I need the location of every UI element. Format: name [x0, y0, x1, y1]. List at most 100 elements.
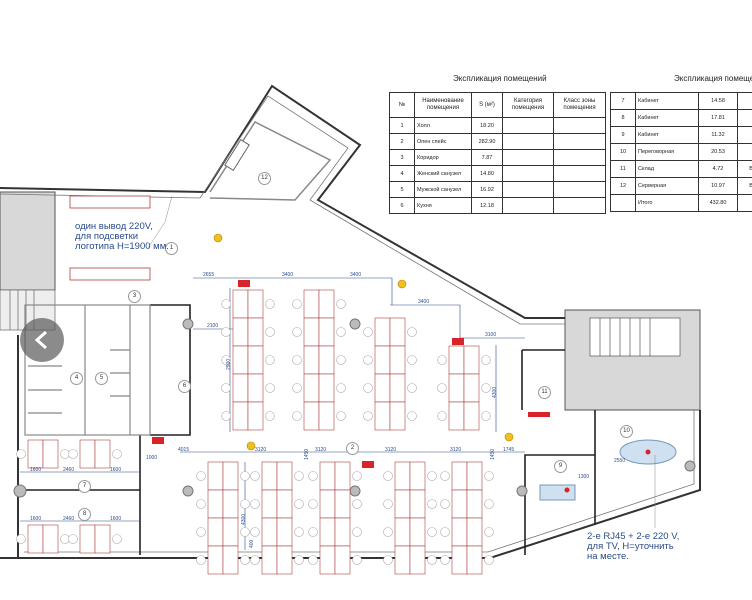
workstation-desk — [334, 489, 351, 519]
office-chair — [336, 383, 346, 393]
cell-cat — [502, 197, 554, 214]
office-chair — [427, 527, 437, 537]
workstation-desk — [207, 545, 224, 575]
office-chair — [221, 299, 231, 309]
workstation-desk — [319, 545, 336, 575]
cell-no: 1 — [389, 117, 415, 134]
cell-name: Кабинет — [635, 92, 699, 110]
workstation-desk — [448, 345, 465, 375]
workstation-desk — [319, 517, 336, 547]
office-chair — [68, 449, 78, 459]
office-chair — [240, 527, 250, 537]
table-left-title: Экспликация помещений — [453, 74, 547, 83]
workstation-desk — [334, 545, 351, 575]
columns — [13, 318, 696, 498]
office-chair — [68, 534, 78, 544]
office-chair — [294, 499, 304, 509]
office-chair — [383, 499, 393, 509]
workstation-desk — [303, 317, 320, 347]
office-chair — [437, 355, 447, 365]
workstation-desk — [232, 317, 249, 347]
dimension-label: 4300 — [492, 386, 498, 398]
dimension-label: 3120 — [255, 447, 267, 453]
workstation-desk — [389, 317, 406, 347]
workstation-desk — [466, 517, 483, 547]
cell-cls — [553, 181, 606, 198]
cell-cat — [502, 181, 554, 198]
workstation-desk — [27, 524, 44, 554]
ceiling-lights — [213, 233, 514, 451]
dimension-label: 1450 — [490, 448, 496, 460]
office-chair — [16, 534, 26, 544]
dimension-label: 2655 — [203, 272, 215, 278]
dimension-label: 4015 — [178, 447, 190, 453]
cell-area: 14.58 — [698, 92, 738, 110]
prev-image-button[interactable] — [20, 318, 64, 362]
cell-name: Опен спейс — [414, 133, 472, 150]
office-chair — [484, 527, 494, 537]
office-chair — [250, 499, 260, 509]
workstation-desk — [334, 461, 351, 491]
cell-area: 17.81 — [698, 109, 738, 127]
office-chair — [440, 499, 450, 509]
workstation-desk — [374, 401, 391, 431]
cell-name: Мужской санузел — [414, 181, 472, 198]
tv-power-note: 2-е RJ45 + 2-е 220 V, для TV, H=уточнить… — [587, 532, 679, 562]
dimension-label: 3100 — [485, 332, 497, 338]
room-number: 2 — [346, 442, 359, 455]
workstation-desk — [466, 545, 483, 575]
workstation-desk — [448, 373, 465, 403]
cell-cat — [502, 165, 554, 182]
office-chair — [294, 527, 304, 537]
dimension-label: 400 — [249, 539, 255, 548]
workstation-desk — [222, 489, 239, 519]
workstation-desk — [409, 489, 426, 519]
cell-area: 20.53 — [698, 143, 738, 161]
office-chair — [292, 299, 302, 309]
workstation-desk — [303, 345, 320, 375]
stairwell-left — [0, 191, 56, 291]
header-zone-class: Класс зоны помещения — [553, 92, 606, 118]
cell-cat — [737, 109, 752, 127]
workstation-desk — [463, 373, 480, 403]
workstation-desk — [276, 489, 293, 519]
cell-name: Переговорная — [635, 143, 699, 161]
cell-cat — [502, 149, 554, 166]
office-chair — [221, 355, 231, 365]
office-chair — [383, 555, 393, 565]
workstation-desk — [276, 545, 293, 575]
workstation-desk — [451, 461, 468, 491]
office-chair — [265, 383, 275, 393]
office-chair — [407, 411, 417, 421]
dimension-label: 1745 — [503, 447, 515, 453]
office-chair — [484, 471, 494, 481]
workstation-desk — [261, 517, 278, 547]
cell-cls — [553, 133, 606, 150]
cell-no: 7 — [610, 92, 636, 110]
cell-name: Кухня — [414, 197, 472, 214]
workstation-desk — [374, 317, 391, 347]
office-chair — [292, 383, 302, 393]
workstation-desk — [394, 489, 411, 519]
cell-cat — [737, 194, 752, 212]
workstation-desk — [318, 401, 335, 431]
logo-power-note: один вывод 220V, для подсветки логотипа … — [75, 222, 169, 252]
cell-no: 11 — [610, 160, 636, 178]
room-number: 1 — [165, 242, 178, 255]
office-chair — [437, 383, 447, 393]
office-chair — [294, 555, 304, 565]
workstation-desk — [463, 345, 480, 375]
office-chair — [440, 527, 450, 537]
office-chair — [265, 355, 275, 365]
note-line: на месте. — [587, 551, 629, 562]
office-chair — [16, 449, 26, 459]
office-chair — [407, 327, 417, 337]
note-line: один вывод 220V, — [75, 221, 153, 232]
cell-name: Кабинет — [635, 109, 699, 127]
